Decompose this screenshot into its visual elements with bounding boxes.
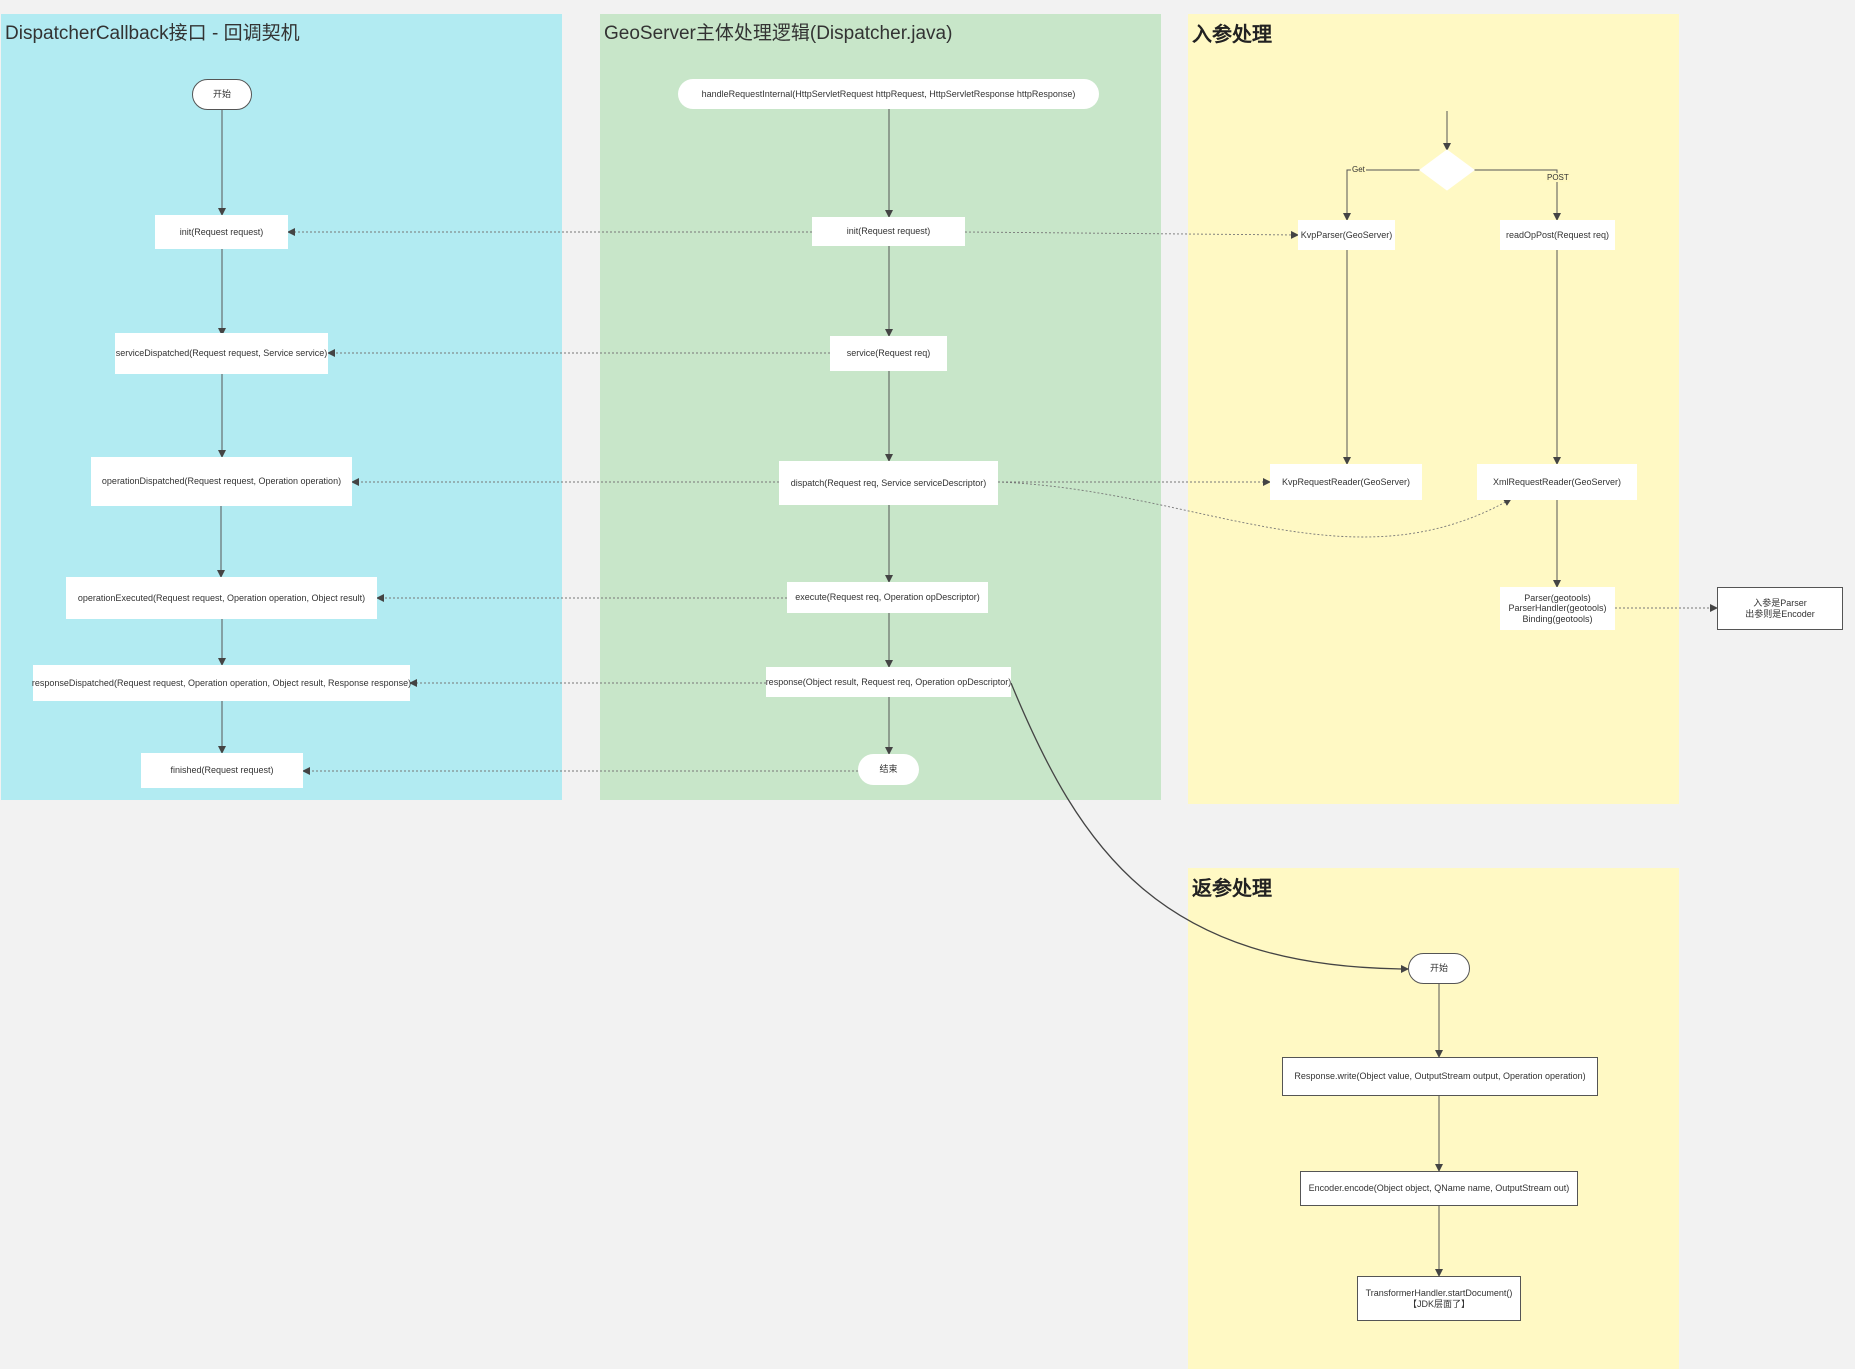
edge-in-post [1473, 169, 1561, 221]
dispatcher-end-node: 结束 [858, 754, 919, 785]
input-xml-reader-node: XmlRequestReader(GeoServer) [1477, 464, 1637, 500]
lane-input: 入参处理 [1188, 14, 1679, 804]
output-encoder-node: Encoder.encode(Object object, QName name… [1300, 1171, 1578, 1206]
callback-start-node: 开始 [192, 79, 252, 110]
edge-label-post: POST [1546, 173, 1570, 182]
edge-in-link-xml [997, 481, 1512, 538]
lane-title-callback: DispatcherCallback接口 - 回调契机 [5, 23, 300, 44]
lane-title-dispatcher: GeoServer主体处理逻辑(Dispatcher.java) [604, 23, 953, 44]
input-parser-node: Parser(geotools) ParserHandler(geotools)… [1500, 587, 1615, 630]
lane-title-input: 入参处理 [1192, 24, 1272, 46]
input-note-node: 入参是Parser 出参则是Encoder [1717, 587, 1843, 630]
input-read-op-post-node: readOpPost(Request req) [1500, 220, 1615, 250]
callback-service-dispatched-node: serviceDispatched(Request request, Servi… [115, 333, 328, 374]
dispatcher-dispatch-node: dispatch(Request req, Service serviceDes… [779, 461, 998, 505]
dispatcher-handle-node: handleRequestInternal(HttpServletRequest… [678, 79, 1099, 109]
edge-in-link-init [964, 230, 1299, 239]
output-start-node: 开始 [1408, 953, 1470, 984]
decision-diamond [1419, 149, 1475, 191]
callback-init-node: init(Request request) [155, 215, 288, 249]
edge-response-output-curve [1010, 682, 1409, 973]
input-kvp-parser-node: KvpParser(GeoServer) [1298, 220, 1395, 250]
callback-operation-dispatched-node: operationDispatched(Request request, Ope… [91, 457, 352, 506]
dispatcher-service-node: service(Request req) [830, 336, 947, 371]
callback-finished-node: finished(Request request) [141, 753, 303, 788]
callback-response-dispatched-node: responseDispatched(Request request, Oper… [32, 665, 411, 701]
edge-label-get: Get [1351, 165, 1366, 174]
output-response-write-node: Response.write(Object value, OutputStrea… [1282, 1057, 1598, 1096]
dispatcher-execute-node: execute(Request req, Operation opDescrip… [787, 582, 988, 613]
edge-in-get [1343, 169, 1421, 221]
lane-title-output: 返参处理 [1192, 878, 1272, 900]
callback-operation-executed-node: operationExecuted(Request request, Opera… [66, 577, 377, 619]
dispatcher-response-node: response(Object result, Request req, Ope… [766, 667, 1011, 697]
input-kvp-reader-node: KvpRequestReader(GeoServer) [1270, 464, 1422, 500]
output-transformer-node: TransformerHandler.startDocument() 【JDK层… [1357, 1276, 1521, 1321]
dispatcher-init-node: init(Request request) [812, 217, 965, 246]
